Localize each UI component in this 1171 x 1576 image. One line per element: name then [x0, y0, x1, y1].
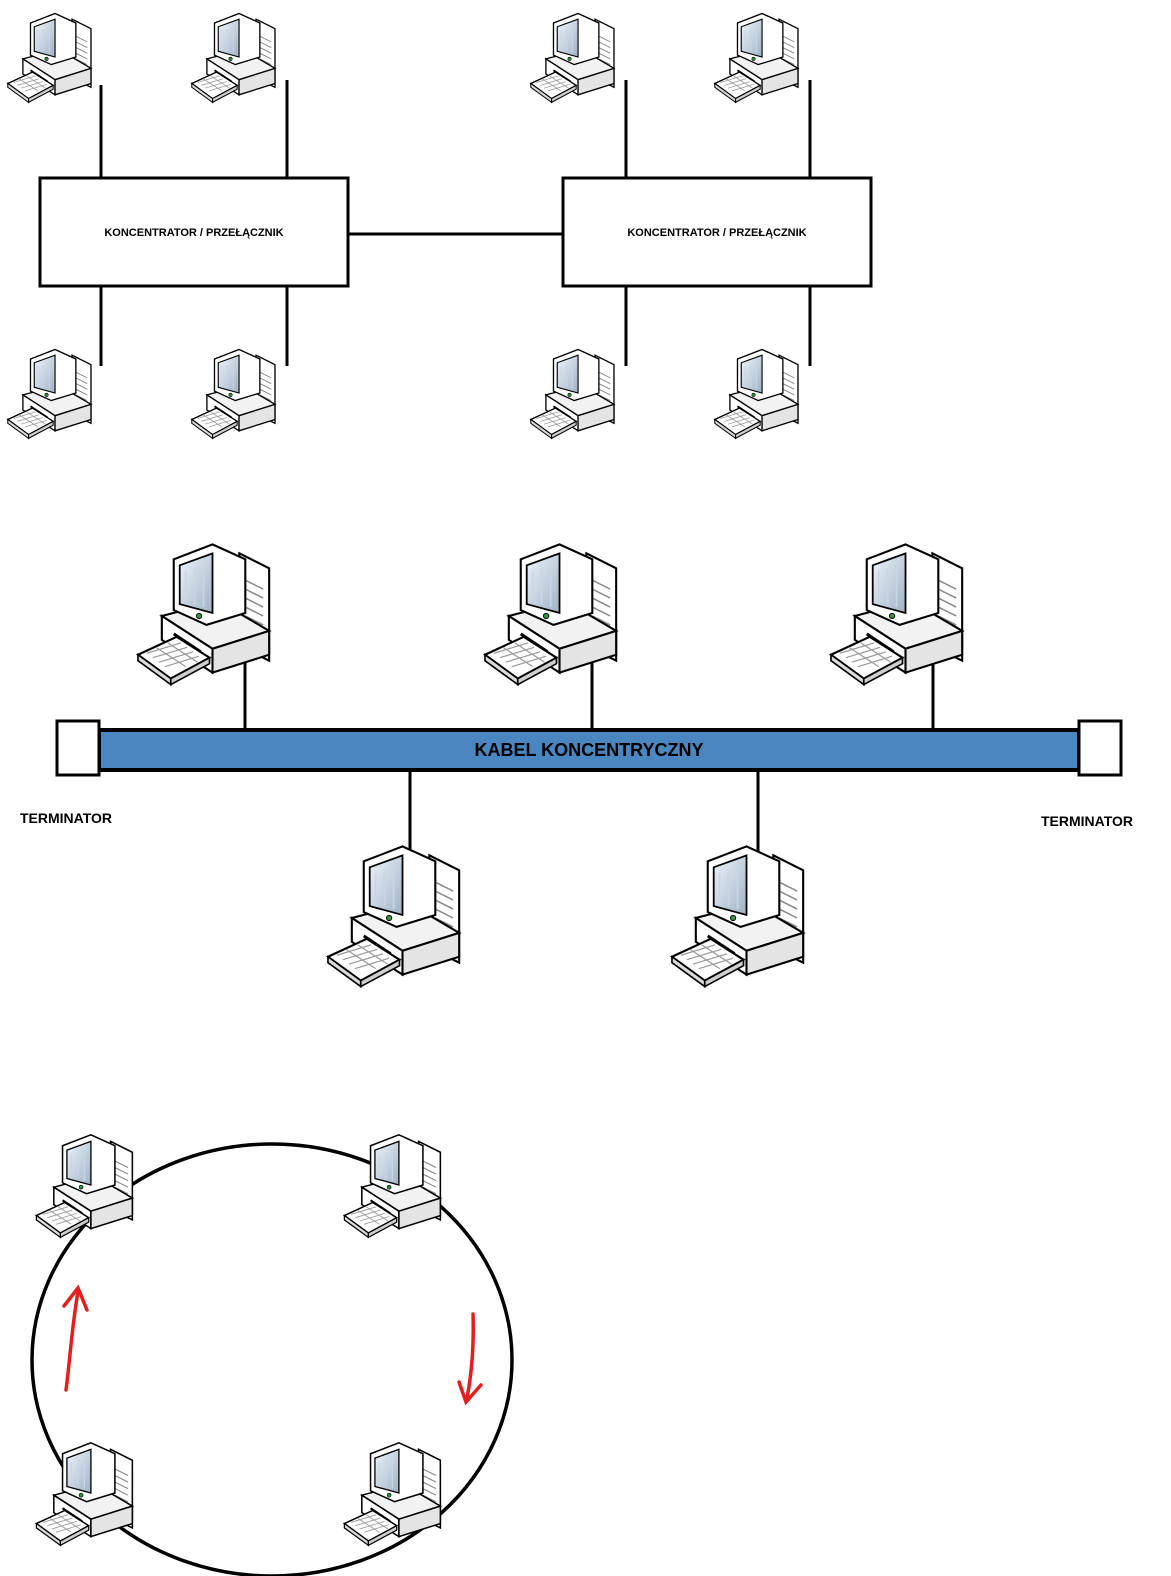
computer-workstation-icon	[326, 844, 461, 989]
computer-workstation-icon	[713, 12, 799, 104]
computer-workstation-icon	[529, 12, 615, 104]
computer-workstation-icon	[529, 348, 615, 440]
computer-workstation-icon	[6, 12, 92, 104]
terminator-right-label: TERMINATOR	[1041, 813, 1133, 829]
computer-workstation-icon	[6, 348, 92, 440]
computer-workstation-icon	[829, 542, 964, 687]
terminator-right	[1077, 719, 1123, 777]
switch-label: KONCENTRATOR / PRZEŁĄCZNIK	[627, 227, 806, 239]
computer-workstation-icon	[343, 1441, 442, 1547]
cable-label: KABEL KONCENTRYCZNY	[474, 740, 703, 760]
ring-cable	[30, 1142, 514, 1576]
computer-workstation-icon	[35, 1133, 134, 1239]
terminator-left	[55, 719, 101, 777]
computer-workstation-icon	[190, 12, 276, 104]
computer-workstation-icon	[190, 348, 276, 440]
computer-workstation-icon	[35, 1441, 134, 1547]
terminator-left-label: TERMINATOR	[20, 810, 112, 826]
switch-box	[38, 176, 350, 288]
computer-workstation-icon	[343, 1133, 442, 1239]
computer-workstation-icon	[713, 348, 799, 440]
switch-right: KONCENTRATOR / PRZEŁĄCZNIK	[561, 176, 873, 288]
arrow-clockwise	[457, 1312, 483, 1406]
arrow-counterclockwise	[62, 1284, 89, 1392]
star-links	[99, 80, 812, 366]
star-topology: KONCENTRATOR / PRZEŁĄCZNIK KONCENTRATOR …	[6, 12, 873, 440]
computer-workstation-icon	[136, 542, 271, 687]
computer-workstation-icon	[670, 844, 805, 989]
switch-label: KONCENTRATOR / PRZEŁĄCZNIK	[104, 227, 283, 239]
ring-topology	[30, 1133, 514, 1576]
bus-topology: KABEL KONCENTRYCZNY TERMINATOR TERMINATO…	[20, 542, 1133, 989]
switch-box	[561, 176, 873, 288]
switch-left: KONCENTRATOR / PRZEŁĄCZNIK	[38, 176, 350, 288]
computer-workstation-icon	[483, 542, 618, 687]
